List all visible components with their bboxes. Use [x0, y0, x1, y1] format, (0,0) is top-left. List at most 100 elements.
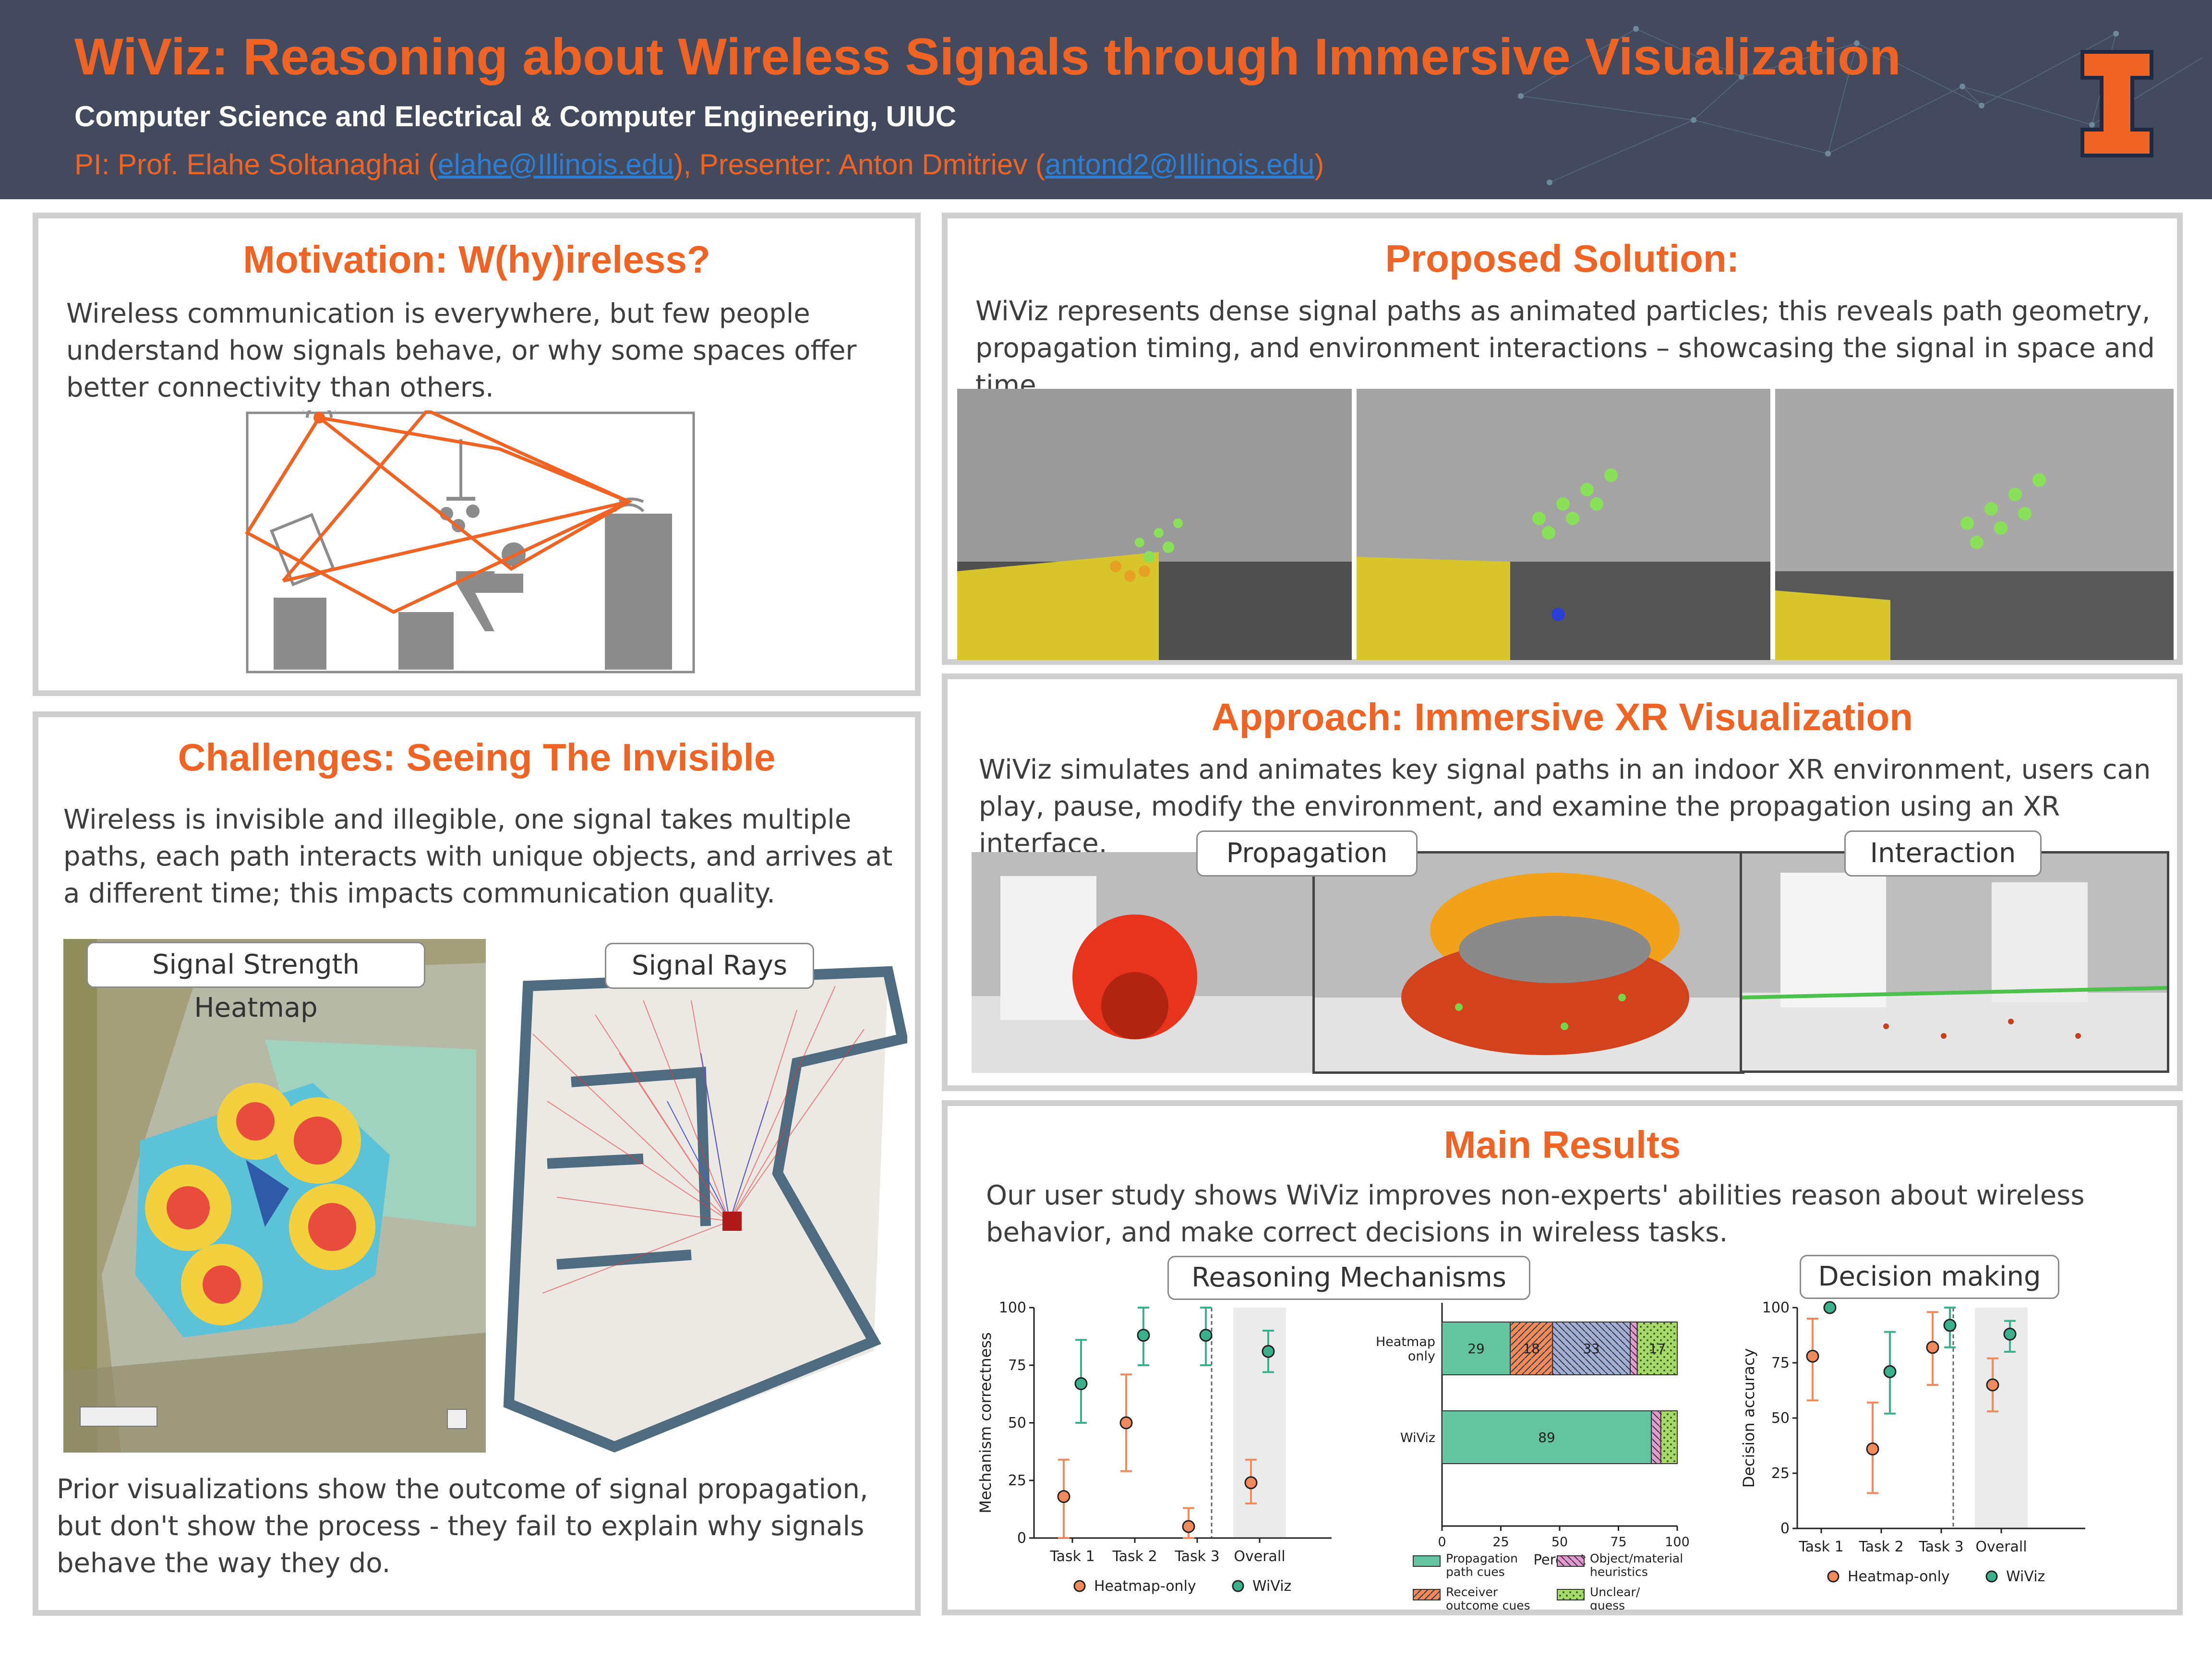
y-tick-label: 0 [1017, 1530, 1026, 1547]
xr-photo-3 [1775, 389, 2174, 660]
challenges-panel: Challenges: Seeing The Invisible Wireles… [33, 711, 921, 1616]
overall-shade [1975, 1308, 2028, 1528]
bar-hatch [1651, 1411, 1661, 1464]
room-signal-illustration [245, 410, 695, 673]
legend-hatch [1557, 1589, 1584, 1600]
legend-swatch [1413, 1555, 1441, 1567]
propagation-label: Propagation [1196, 830, 1418, 877]
bar-category-label: WiViz [1400, 1431, 1435, 1445]
data-point [1182, 1520, 1195, 1533]
data-point [1199, 1329, 1213, 1342]
legend-label: guess [1590, 1599, 1625, 1610]
x-tick-label: 0 [1438, 1535, 1446, 1550]
data-point [1926, 1341, 1939, 1354]
challenges-title: Challenges: Seeing The Invisible [178, 736, 776, 779]
results-title: Main Results [1443, 1123, 1681, 1166]
data-point [1262, 1345, 1275, 1358]
decision-label: Decision making [1800, 1255, 2059, 1299]
x-tick-label: 100 [1665, 1535, 1690, 1550]
bar-segment [1442, 1322, 1511, 1375]
x-tick-label: 50 [1551, 1535, 1568, 1550]
x-tick-label: Task 2 [1858, 1539, 1903, 1555]
bar-value-label: 17 [1649, 1341, 1666, 1357]
pi-prefix: PI: Prof. Elahe Soltanaghai ( [74, 148, 438, 180]
data-point [2003, 1327, 2017, 1341]
data-point [1986, 1378, 1999, 1392]
reasoning-label: Reasoning Mechanisms [1167, 1256, 1530, 1300]
interaction-label: Interaction [1844, 830, 2042, 877]
presenter-email-link[interactable]: antond2@Illinois.edu [1045, 148, 1315, 180]
approach-panel: Approach: Immersive XR Visualization WiV… [942, 673, 2183, 1091]
data-point [1866, 1442, 1879, 1455]
data-point [1119, 1416, 1133, 1430]
legend-label: Object/material [1590, 1551, 1683, 1565]
signal-rays-label: Signal Rays [605, 943, 814, 989]
data-point [1883, 1365, 1897, 1378]
legend-label: outcome cues [1446, 1599, 1530, 1610]
data-point [1057, 1490, 1070, 1503]
xr-photo-2 [1357, 389, 1770, 660]
affiliation: Computer Science and Electrical & Comput… [74, 100, 957, 132]
legend-label: Heatmap-only [1848, 1568, 1950, 1585]
legend-marker [1985, 1570, 1998, 1583]
y-axis-label: Decision accuracy [1740, 1348, 1758, 1488]
x-tick-label: Overall [1234, 1548, 1285, 1565]
x-tick-label: Task 3 [1174, 1548, 1219, 1565]
pi-email-link[interactable]: elahe@Illinois.edu [438, 148, 674, 180]
solution-text: WiViz represents dense signal paths as a… [975, 296, 2155, 401]
x-tick-label: Task 3 [1918, 1539, 1963, 1555]
results-panel: Main Results Our user study shows WiViz … [942, 1100, 2183, 1615]
legend-label: Receiver [1446, 1585, 1498, 1599]
legend-label: Unclear/ [1590, 1585, 1640, 1599]
y-tick-label: 50 [1771, 1410, 1790, 1427]
propagation-image-left [972, 852, 1321, 1073]
results-text: Our user study shows WiViz improves non-… [986, 1180, 2085, 1248]
approach-title: Approach: Immersive XR Visualization [1211, 696, 1913, 738]
data-point [1074, 1377, 1088, 1390]
legend-label: heuristics [1590, 1565, 1648, 1579]
data-point [1806, 1349, 1819, 1363]
bar-category-label: Heatmap [1376, 1334, 1435, 1349]
y-tick-label: 0 [1780, 1520, 1790, 1537]
y-axis-label: Mechanism correctness [976, 1332, 995, 1513]
university-logo [2080, 50, 2153, 157]
x-tick-label: Task 2 [1112, 1548, 1157, 1565]
y-tick-label: 25 [1008, 1472, 1026, 1489]
data-point [1244, 1476, 1258, 1490]
bar-value-label: 33 [1583, 1341, 1600, 1357]
data-point [1943, 1319, 1957, 1332]
heatmap-label: Signal Strength Heatmap [86, 942, 425, 1023]
legend-label: Propagation [1446, 1551, 1518, 1565]
bar-segment [1442, 1410, 1652, 1464]
y-tick-label: 50 [1008, 1415, 1026, 1431]
data-point [1137, 1329, 1150, 1342]
y-tick-label: 100 [999, 1299, 1026, 1316]
motivation-panel: Motivation: W(hy)ireless? Wireless commu… [33, 213, 921, 696]
legend-hatch [1557, 1556, 1584, 1566]
x-tick-label: 75 [1610, 1535, 1626, 1550]
bar-value-label: 89 [1538, 1430, 1555, 1445]
legend-hatch [1413, 1589, 1440, 1600]
bar-value-label: 29 [1467, 1341, 1485, 1357]
bar-value-label: 18 [1523, 1341, 1540, 1357]
legend-label: WiViz [2006, 1568, 2045, 1585]
x-tick-label: 25 [1492, 1535, 1509, 1550]
y-tick-label: 75 [1771, 1355, 1790, 1371]
bar-hatch [1660, 1411, 1677, 1464]
heatmap-image [63, 939, 486, 1453]
motivation-title: Motivation: W(hy)ireless? [243, 238, 710, 281]
legend-label: Heatmap-only [1094, 1578, 1196, 1595]
poster-title: WiViz: Reasoning about Wireless Signals … [74, 27, 1901, 85]
overall-shade [1233, 1308, 1286, 1538]
motivation-text: Wireless communication is everywhere, bu… [66, 298, 857, 403]
legend-label: WiViz [1252, 1578, 1291, 1595]
pi-suffix: ) [1314, 148, 1324, 180]
legend-marker [1073, 1580, 1086, 1592]
xr-photo-1 [957, 389, 1352, 660]
data-point [1823, 1301, 1837, 1314]
x-tick-label: Task 1 [1049, 1548, 1094, 1565]
x-tick-label: Overall [1975, 1539, 2027, 1555]
bar-hatch [1552, 1322, 1630, 1375]
